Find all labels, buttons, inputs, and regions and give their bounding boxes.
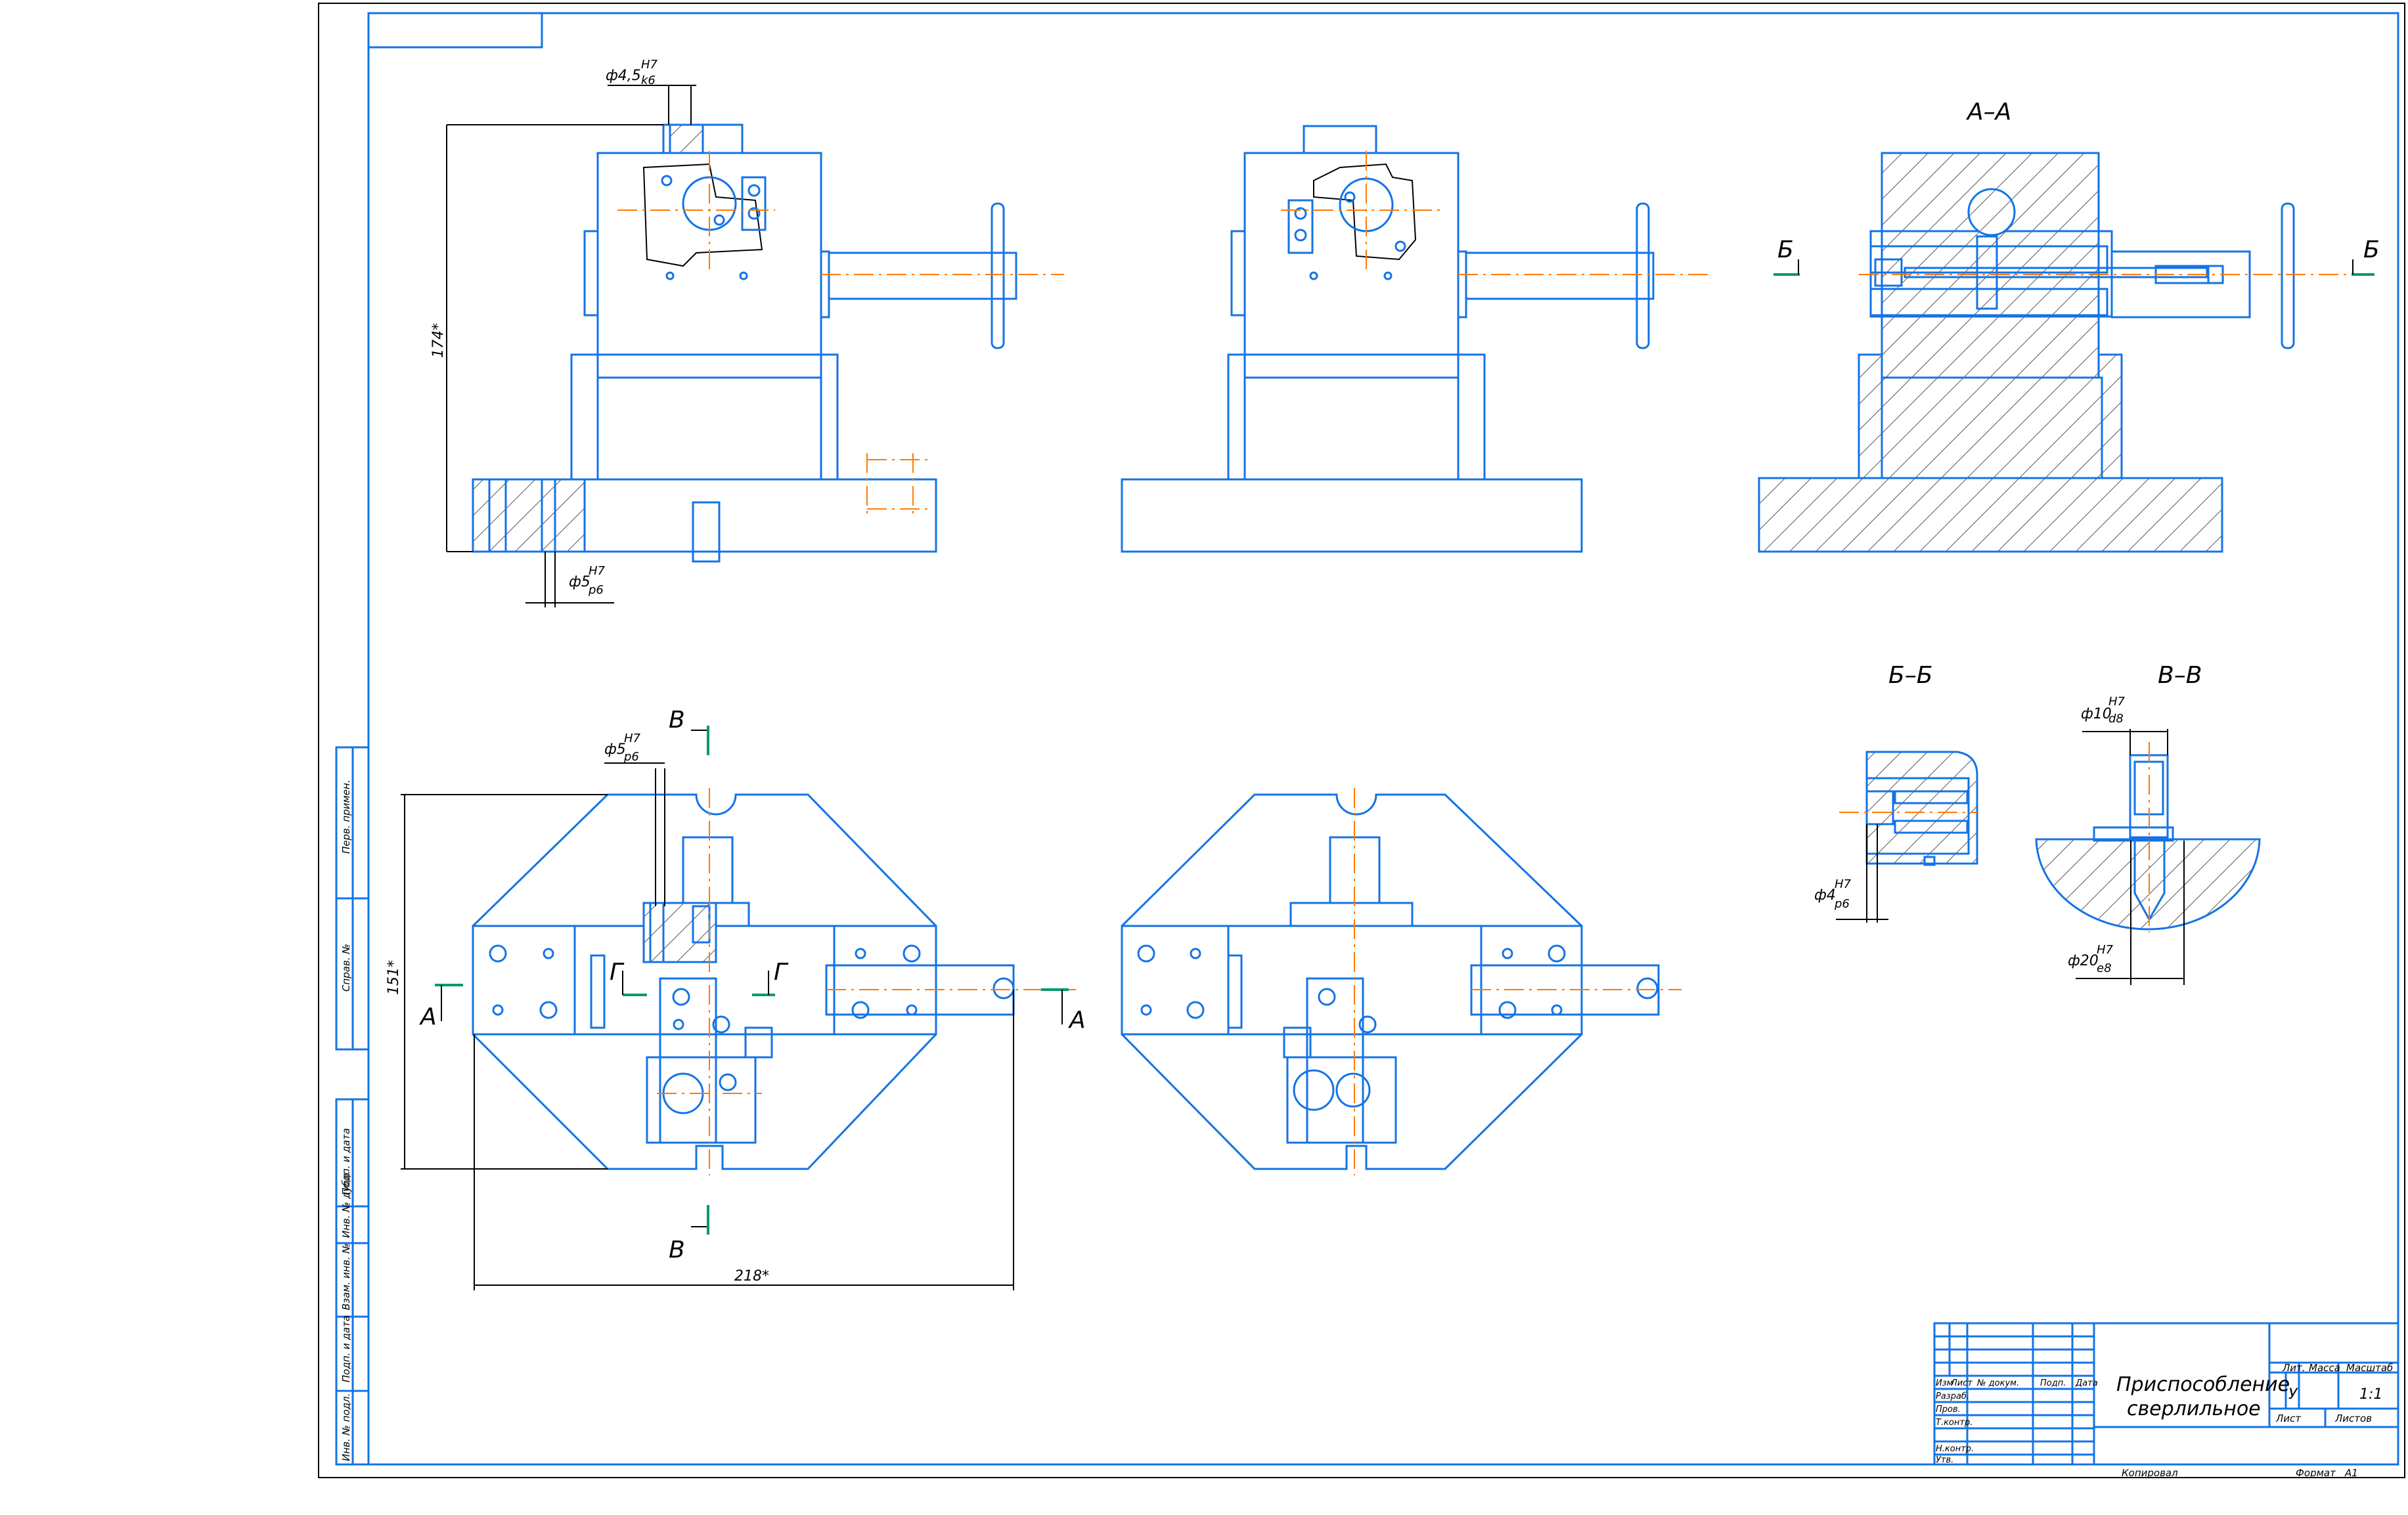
mark-g-right: Г [774, 959, 789, 986]
mark-v-top: В [669, 707, 685, 734]
fit-top-upper: H7 [641, 58, 658, 72]
fit-vv-top-upper: H7 [2108, 695, 2126, 709]
mark-b-right: Б [2363, 236, 2380, 263]
copied-label: Копировал [2122, 1467, 2178, 1479]
fit-vv-bottom-base: ф20 [2068, 953, 2099, 969]
role-tkontr: Т.контр. [1936, 1418, 1973, 1428]
front-view-left [472, 123, 1064, 563]
title-line-1: Приспособление [2116, 1373, 2290, 1396]
fit-vv-top-base: ф10 [2081, 706, 2112, 722]
title-block: Изм Лист № докум. Подп. Дата Разраб. Про… [1933, 1322, 2399, 1479]
fit-pin-left-lower: p6 [588, 583, 604, 597]
mass-label: Масса [2309, 1362, 2340, 1374]
fit-top-base: ф4,5 [606, 68, 641, 84]
dim-height: 174* [430, 323, 447, 358]
plan-view-left [472, 788, 1077, 1175]
section-vv-title: В–В [2158, 662, 2202, 689]
stamp-label-7: Инв. № подл. [340, 1394, 352, 1461]
mark-a-right: А [1068, 1007, 1086, 1034]
header-list: Лист [1950, 1378, 1973, 1388]
stamp-label-6: Подп. и дата [340, 1315, 352, 1382]
scale-label: Масштаб [2346, 1362, 2393, 1374]
fit-vv-bottom-lower: e8 [2097, 961, 2112, 975]
sheet-frame [318, 3, 2405, 1478]
lit-label: Лит. [2282, 1362, 2306, 1374]
fit-vv-top-lower: d8 [2108, 712, 2124, 726]
lit-value: У [2288, 1386, 2298, 1403]
sheets-label: Листов [2334, 1413, 2372, 1424]
front-view-right [1121, 125, 1708, 553]
mark-g-left: Г [610, 959, 625, 986]
role-razrab: Разраб. [1936, 1392, 1969, 1401]
mark-a-left: А [419, 1003, 437, 1030]
fit-bb-lower: p6 [1834, 897, 1850, 911]
fit-top-lower: k6 [641, 74, 656, 87]
side-stamp: Перв. примен. Справ. № Подп. и дата Инв.… [335, 746, 370, 1466]
stamp-label-4: Инв. № дубл. [340, 1170, 352, 1238]
mark-b-left: Б [1777, 236, 1794, 263]
stamp-label-2: Справ. № [340, 944, 352, 992]
header-izm: Изм [1936, 1378, 1953, 1388]
format-label: Формат [2296, 1467, 2336, 1479]
header-docum: № докум. [1976, 1378, 2019, 1388]
dim-plan-width: 218* [734, 1268, 769, 1284]
section-aa-title: А–А [1966, 99, 2011, 125]
sheet-label: Лист [2275, 1413, 2302, 1424]
mark-v-bottom: В [669, 1237, 685, 1263]
plan-view-right [1121, 788, 1682, 1175]
stamp-label-3: Подп. и дата [340, 1128, 352, 1195]
fit-bb-base: ф4 [1814, 887, 1836, 904]
role-utv: Утв. [1936, 1455, 1953, 1465]
role-prov: Пров. [1936, 1405, 1961, 1415]
header-podp: Подп. [2040, 1378, 2066, 1388]
fit-pin-left-base: ф5 [569, 574, 591, 590]
plan-view-left-dimensions: 151* 218* ф5 H7 p6 [386, 732, 1014, 1290]
front-view-left-dimensions: 174* ф4,5 H7 k6 ф5 H7 p6 [430, 58, 696, 607]
fit-pin-left-upper: H7 [589, 564, 606, 578]
fit-plan-base: ф5 [604, 741, 626, 758]
plan-view-section-marks: В В А А Г Г [419, 707, 1086, 1263]
section-bb: Б–Б ф4 H7 p6 [1814, 662, 1978, 923]
fit-plan-upper: H7 [624, 732, 641, 745]
dim-plan-height: 151* [386, 960, 402, 995]
header-data: Дата [2075, 1378, 2098, 1388]
section-aa: А–А Б Б [1758, 99, 2380, 553]
scale-value: 1:1 [2359, 1386, 2382, 1403]
stamp-label-5: Взам. инв. № [340, 1243, 352, 1310]
title-line-2: сверлильное [2127, 1397, 2261, 1420]
section-vv: В–В ф10 H7 d8 ф20 H7 e8 [2035, 662, 2261, 985]
section-bb-title: Б–Б [1888, 662, 1932, 689]
fit-plan-lower: p6 [623, 750, 639, 764]
stamp-label-1: Перв. примен. [340, 779, 352, 854]
fit-bb-upper: H7 [1835, 877, 1852, 891]
format-value: А1 [2344, 1467, 2358, 1479]
role-nkontr: Н.контр. [1936, 1444, 1974, 1454]
fit-vv-bottom-upper: H7 [2097, 943, 2114, 957]
